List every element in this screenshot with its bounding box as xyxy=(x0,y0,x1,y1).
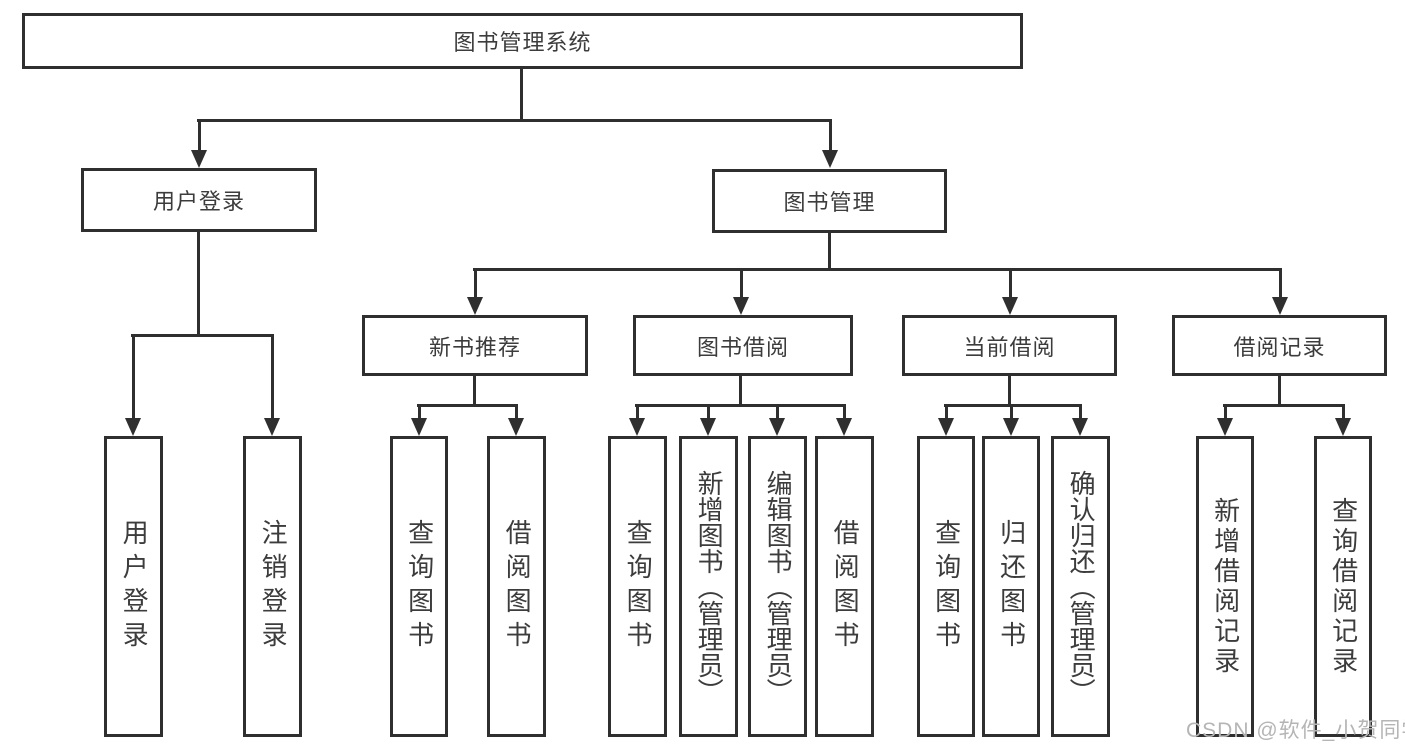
node-library-system-label: 图书管理系统 xyxy=(453,30,592,55)
arrowhead-icon xyxy=(1072,418,1088,436)
leaf-query-books-borrowing: 查询图书 xyxy=(608,436,667,737)
connector-stem xyxy=(829,119,832,150)
node-book-management-label: 图书管理 xyxy=(783,190,876,215)
leaf-borrow-books-borrowing: 借阅图书 xyxy=(815,436,874,737)
arrowhead-icon xyxy=(822,150,838,168)
connector-stem xyxy=(1342,404,1345,418)
connector-line xyxy=(1008,376,1011,407)
leaf-return-books-label: 归还图书 xyxy=(996,518,1027,655)
leaf-add-borrow-record-label: 新增借阅记录 xyxy=(1210,496,1241,677)
connector-stem xyxy=(198,119,201,150)
arrowhead-icon xyxy=(1003,418,1019,436)
leaf-confirm-return-admin: 确认归还（管理员） xyxy=(1051,436,1110,737)
node-current-borrowing-label: 当前借阅 xyxy=(963,334,1056,360)
connector-stem xyxy=(707,404,710,418)
arrowhead-icon xyxy=(1272,297,1288,315)
arrowhead-icon xyxy=(467,297,483,315)
leaf-query-books-recommend: 查询图书 xyxy=(390,436,448,737)
arrowhead-icon xyxy=(700,418,716,436)
connector-stem xyxy=(945,404,948,418)
leaf-user-login: 用户登录 xyxy=(104,436,163,737)
connector-stem xyxy=(1009,268,1012,297)
connector-stem xyxy=(474,268,477,297)
leaf-confirm-return-admin-label: 确认归还（管理员） xyxy=(1066,469,1097,704)
leaf-query-books-borrowing-label: 查询图书 xyxy=(623,518,654,655)
node-user-login-label: 用户登录 xyxy=(152,189,245,214)
arrowhead-icon xyxy=(1217,418,1233,436)
connector-line xyxy=(473,268,1281,271)
leaf-borrow-books-recommend-label: 借阅图书 xyxy=(502,518,533,655)
arrowhead-icon xyxy=(836,418,852,436)
connector-stem xyxy=(1010,404,1013,418)
watermark: CSDN @软件_小贺同学 xyxy=(1186,719,1405,742)
leaf-add-book-admin: 新增图书（管理员） xyxy=(679,436,738,737)
leaf-logout: 注销登录 xyxy=(243,436,302,737)
leaf-add-borrow-record: 新增借阅记录 xyxy=(1196,436,1254,737)
arrowhead-icon xyxy=(769,418,785,436)
leaf-user-login-label: 用户登录 xyxy=(119,518,150,655)
leaf-query-books-current: 查询图书 xyxy=(917,436,975,737)
connector-line xyxy=(828,233,831,271)
connector-line xyxy=(131,334,274,337)
connector-stem xyxy=(636,404,639,418)
connector-stem xyxy=(843,404,846,418)
leaf-query-books-current-label: 查询图书 xyxy=(931,518,962,655)
connector-stem xyxy=(1079,404,1082,418)
leaf-edit-book-admin: 编辑图书（管理员） xyxy=(748,436,807,737)
arrowhead-icon xyxy=(1335,418,1351,436)
node-book-borrowing-label: 图书借阅 xyxy=(696,334,789,360)
arrowhead-icon xyxy=(191,150,207,168)
connector-stem xyxy=(740,268,743,297)
arrowhead-icon xyxy=(733,297,749,315)
connector-line xyxy=(197,232,200,337)
connector-line xyxy=(1278,376,1281,407)
connector-line xyxy=(1223,404,1344,407)
node-borrowing-records-label: 借阅记录 xyxy=(1233,334,1326,360)
connector-stem xyxy=(1224,404,1227,418)
connector-stem xyxy=(132,334,135,418)
connector-stem xyxy=(515,404,518,418)
connector-stem xyxy=(1279,268,1282,297)
node-borrowing-records: 借阅记录 xyxy=(1172,315,1387,376)
leaf-add-book-admin-label: 新增图书（管理员） xyxy=(694,469,725,704)
node-user-login: 用户登录 xyxy=(81,168,317,232)
connector-line xyxy=(739,376,742,407)
connector-stem xyxy=(418,404,421,418)
node-new-book-recommend: 新书推荐 xyxy=(362,315,588,376)
leaf-query-books-recommend-label: 查询图书 xyxy=(404,518,435,655)
node-library-system: 图书管理系统 xyxy=(22,13,1023,69)
arrowhead-icon xyxy=(1002,297,1018,315)
node-book-management: 图书管理 xyxy=(712,169,947,233)
node-new-book-recommend-label: 新书推荐 xyxy=(428,334,521,360)
connector-line xyxy=(197,119,832,122)
leaf-borrow-books-borrowing-label: 借阅图书 xyxy=(830,518,861,655)
connector-line xyxy=(417,404,517,407)
leaf-borrow-books-recommend: 借阅图书 xyxy=(487,436,546,737)
leaf-edit-book-admin-label: 编辑图书（管理员） xyxy=(763,469,794,704)
connector-line xyxy=(520,69,523,122)
arrowhead-icon xyxy=(938,418,954,436)
arrowhead-icon xyxy=(629,418,645,436)
arrowhead-icon xyxy=(125,418,141,436)
node-current-borrowing: 当前借阅 xyxy=(902,315,1117,376)
arrowhead-icon xyxy=(411,418,427,436)
connector-stem xyxy=(271,334,274,418)
leaf-query-borrow-record: 查询借阅记录 xyxy=(1314,436,1372,737)
leaf-logout-label: 注销登录 xyxy=(258,518,289,655)
arrowhead-icon xyxy=(508,418,524,436)
leaf-return-books: 归还图书 xyxy=(982,436,1040,737)
leaf-query-borrow-record-label: 查询借阅记录 xyxy=(1328,496,1359,677)
connector-stem xyxy=(776,404,779,418)
connector-line xyxy=(635,404,845,407)
arrowhead-icon xyxy=(264,418,280,436)
node-book-borrowing: 图书借阅 xyxy=(633,315,853,376)
connector-line xyxy=(473,376,476,407)
